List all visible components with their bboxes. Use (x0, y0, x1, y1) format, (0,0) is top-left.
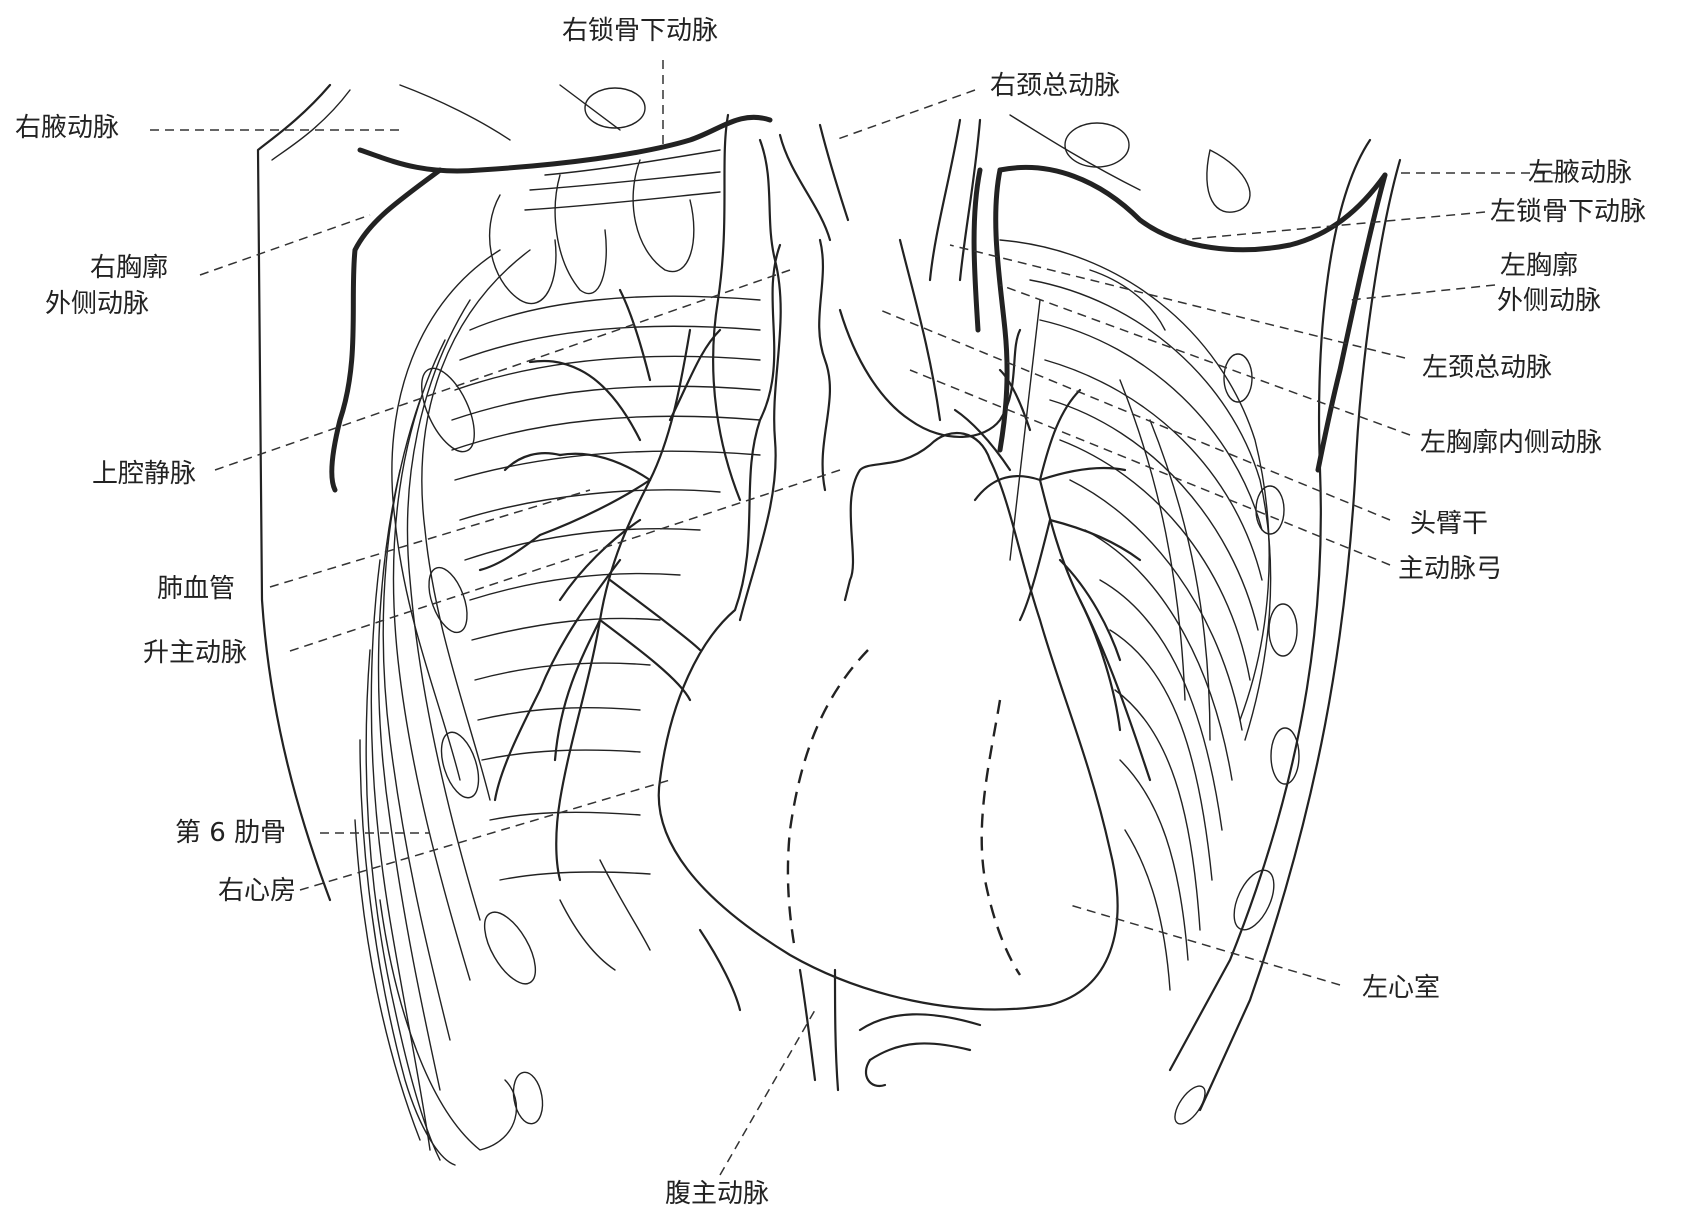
right-subclavian-artery-label: 右锁骨下动脉 (562, 15, 718, 47)
left-axillary-artery-label: 左腋动脉 (1528, 157, 1632, 189)
pulmonary-vessels-label: 肺血管 (157, 573, 235, 605)
left-ventricle-label: 左心室 (1362, 972, 1440, 1004)
right-pulmonary-vessels (480, 290, 720, 880)
brachiocephalic-trunk-label: 头臂干 (1410, 508, 1488, 540)
left-common-carotid-artery-label: 左颈总动脉 (1422, 352, 1552, 384)
heart (659, 115, 1118, 1009)
lower-vessels (700, 930, 980, 1090)
left-ribs (1000, 115, 1299, 1129)
left-lateral-thoracic-artery-label-line1: 左胸廓 (1500, 250, 1578, 282)
sixth-rib-label: 第 6 肋骨 (175, 817, 286, 849)
right-atrium-label: 右心房 (218, 875, 296, 907)
right-axillary-artery-label: 右腋动脉 (15, 112, 119, 144)
left-lateral-thoracic-artery-label-line2: 外侧动脉 (1497, 285, 1601, 317)
left-internal-thoracic-artery-label: 左胸廓内侧动脉 (1420, 427, 1602, 459)
abdominal-aorta-label: 腹主动脉 (665, 1178, 769, 1210)
right-lateral-thoracic-artery-label-line1: 右胸廓 (90, 252, 168, 284)
ascending-aorta-label: 升主动脉 (143, 637, 247, 669)
right-ribs (355, 250, 760, 1165)
aortic-arch-label: 主动脉弓 (1398, 553, 1502, 585)
right-lateral-thoracic-artery-label-line2: 外侧动脉 (45, 288, 149, 320)
left-subclavian-artery-label: 左锁骨下动脉 (1490, 196, 1646, 228)
leader-lines (150, 60, 1560, 1175)
right-common-carotid-artery-label: 右颈总动脉 (990, 70, 1120, 102)
arteries (332, 117, 1385, 490)
right-clavicle (400, 85, 720, 304)
superior-vena-cava-label: 上腔静脉 (92, 458, 196, 490)
